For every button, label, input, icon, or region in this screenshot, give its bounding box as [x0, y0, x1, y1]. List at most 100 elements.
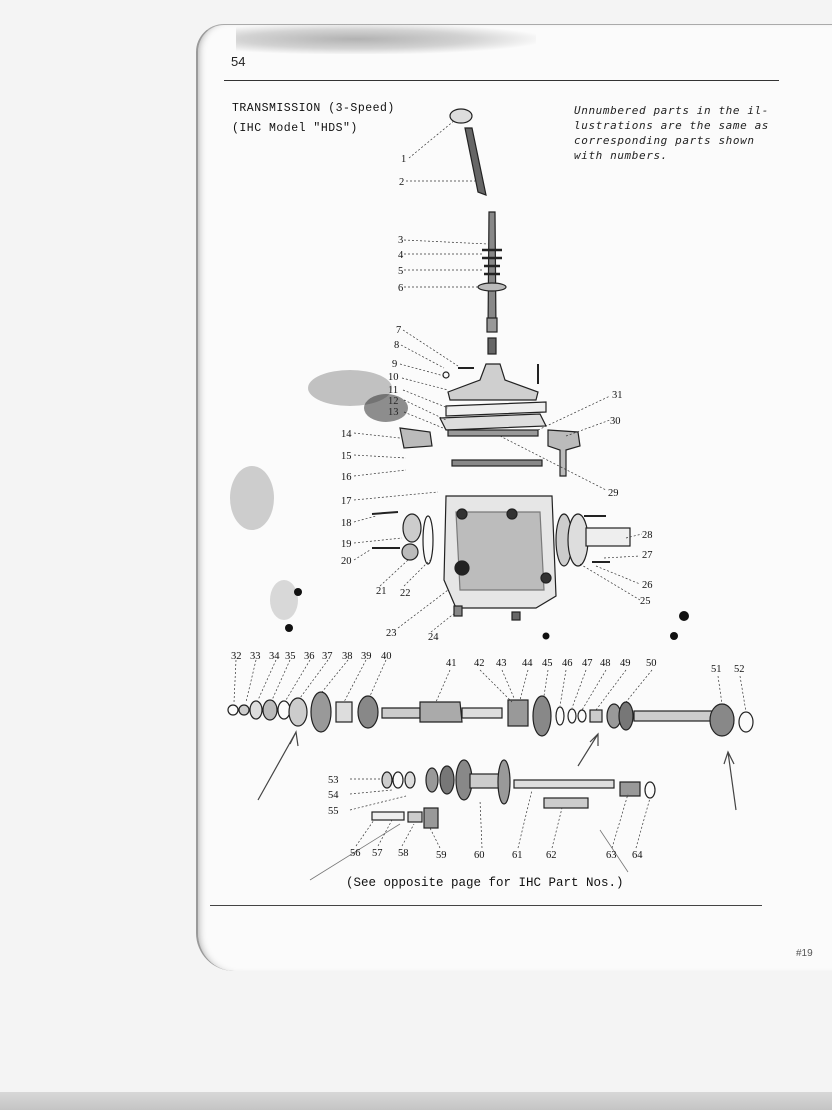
part-bolts-27 — [584, 515, 610, 563]
callout-39: 39 — [361, 651, 372, 662]
callout-48: 48 — [600, 658, 611, 669]
part-lever-end — [487, 337, 497, 355]
illustration-note: Unnumbered parts in the il- lustrations … — [574, 103, 784, 163]
callout-35: 35 — [285, 651, 296, 662]
callout-32: 32 — [231, 651, 242, 662]
part-lever-ball — [477, 282, 507, 292]
callout-57: 57 — [372, 848, 383, 859]
part-shift-cover — [447, 363, 539, 401]
note-line-4: with numbers. — [574, 149, 668, 162]
callout-64: 64 — [632, 850, 643, 861]
part-output-shaft — [633, 710, 715, 722]
callout-21: 21 — [376, 586, 387, 597]
part-idler-gear-63 — [619, 781, 641, 797]
callout-2: 2 — [399, 177, 404, 188]
leader-lines — [233, 119, 747, 849]
callout-25: 25 — [640, 596, 651, 607]
callout-14: 14 — [341, 429, 352, 440]
part-case-ribs — [455, 511, 545, 591]
part-synchro-42 — [507, 699, 529, 727]
callout-33: 33 — [250, 651, 261, 662]
callout-52: 52 — [734, 664, 745, 675]
handwritten-arrow-3 — [723, 750, 737, 811]
callout-47: 47 — [582, 658, 593, 669]
header-rule — [224, 80, 779, 81]
callout-23: 23 — [386, 628, 397, 639]
callout-38: 38 — [342, 651, 353, 662]
callout-59: 59 — [436, 850, 447, 861]
callout-8: 8 — [394, 340, 399, 351]
note-line-3: corresponding parts shown — [574, 134, 755, 147]
callout-55: 55 — [328, 806, 339, 817]
callout-5: 5 — [398, 266, 403, 277]
scan-blemishes — [230, 370, 689, 640]
part-gear-45 — [532, 695, 552, 737]
callout-16: 16 — [341, 472, 352, 483]
part-fork-14 — [399, 427, 433, 449]
part-plug-24 — [453, 605, 463, 617]
callout-53: 53 — [328, 775, 339, 786]
callout-9: 9 — [392, 359, 397, 370]
callout-31: 31 — [612, 390, 623, 401]
callout-28: 28 — [642, 530, 653, 541]
part-bolts — [458, 364, 539, 384]
part-lever-shaft — [487, 211, 497, 331]
callout-37: 37 — [322, 651, 333, 662]
diagram-parts — [227, 108, 754, 881]
callout-22: 22 — [400, 588, 411, 599]
part-bearing-cap-19 — [402, 513, 422, 543]
callout-54: 54 — [328, 790, 339, 801]
callout-7: 7 — [396, 325, 401, 336]
page-title: TRANSMISSION (3-Speed) (IHC Model "HDS") — [232, 99, 395, 139]
callout-50: 50 — [646, 658, 657, 669]
title-line-2: (IHC Model "HDS") — [232, 122, 358, 135]
part-gasket-11 — [445, 401, 547, 417]
scanner-edge-bar — [0, 1092, 832, 1110]
note-line-2: lustrations are the same as — [574, 119, 770, 132]
callout-49: 49 — [620, 658, 631, 669]
part-gasket-22 — [422, 515, 434, 565]
callout-58: 58 — [398, 848, 409, 859]
callout-10: 10 — [388, 372, 399, 383]
callout-61: 61 — [512, 850, 523, 861]
header-smudge — [236, 24, 536, 54]
callout-45: 45 — [542, 658, 553, 669]
part-washer-64 — [644, 781, 656, 799]
callout-30: 30 — [610, 416, 621, 427]
handwritten-arrow-1 — [257, 730, 299, 801]
callout-24: 24 — [428, 632, 439, 643]
callout-15: 15 — [341, 451, 352, 462]
part-gear-50 — [618, 701, 634, 731]
footer-note: (See opposite page for IHC Part Nos.) — [346, 876, 624, 890]
callout-17: 17 — [341, 496, 352, 507]
callout-43: 43 — [496, 658, 507, 669]
part-shift-knob — [449, 108, 473, 124]
callout-42: 42 — [474, 658, 485, 669]
callout-3: 3 — [398, 235, 403, 246]
callout-63: 63 — [606, 850, 617, 861]
part-lever-upper — [464, 127, 487, 196]
callout-41: 41 — [446, 658, 457, 669]
part-lever-spring — [482, 248, 502, 276]
callout-4: 4 — [398, 250, 404, 261]
callout-6: 6 — [398, 283, 403, 294]
callout-56: 56 — [350, 848, 361, 859]
part-idler-shaft-62 — [543, 797, 589, 809]
part-shaft-28 — [585, 527, 631, 547]
handwritten-arrow-2 — [577, 732, 599, 767]
corner-mark: #19 — [796, 948, 813, 959]
callout-27: 27 — [642, 550, 653, 561]
part-rail-29 — [451, 459, 543, 467]
part-lever-pin — [486, 317, 498, 333]
callout-19: 19 — [341, 539, 352, 550]
footer-rule — [210, 905, 762, 906]
part-rail-31 — [447, 429, 539, 437]
part-fork-30 — [547, 429, 581, 477]
part-retainer-26 — [567, 513, 589, 567]
callout-36: 36 — [304, 651, 315, 662]
callout-44: 44 — [522, 658, 533, 669]
title-line-1: TRANSMISSION (3-Speed) — [232, 102, 395, 115]
part-washer-9 — [442, 371, 450, 379]
part-mainshaft-41a — [381, 707, 421, 719]
